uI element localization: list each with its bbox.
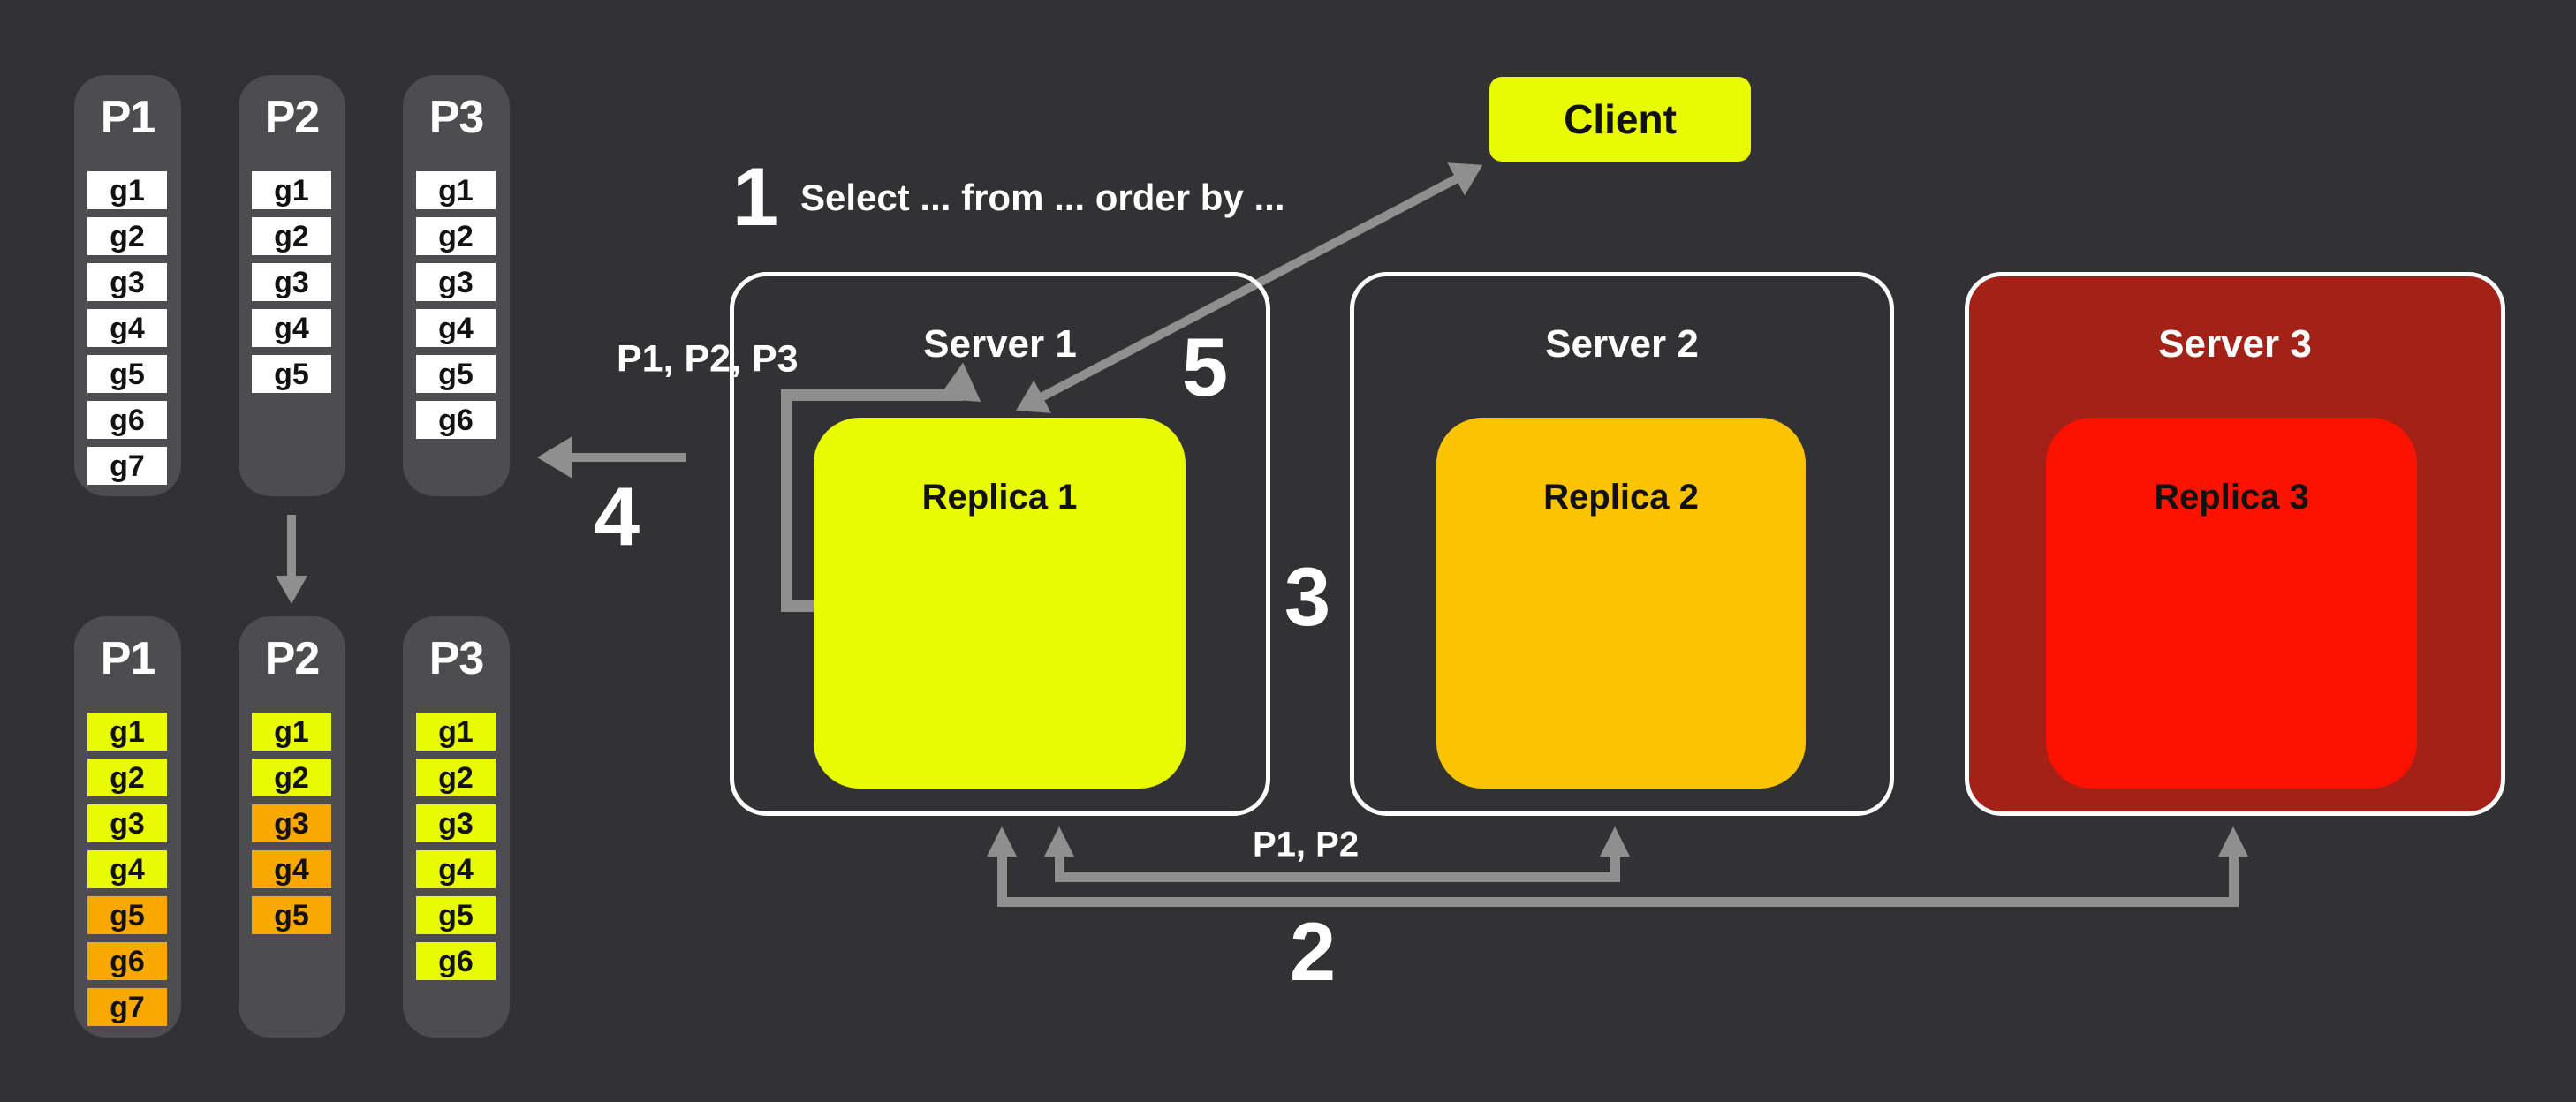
inner-u-arrow-right xyxy=(1610,849,1620,882)
step-5-number: 5 xyxy=(1181,321,1229,413)
partition-columns-after: P1 g1 g2 g3 g4 g5 g6 g7 P2 g1 g2 g3 g4 g5 P3 g1 g2 g3 g4 g5… xyxy=(0,616,618,1038)
group-cell: g1 xyxy=(87,713,167,751)
replica-2-title: Replica 2 xyxy=(1543,478,1699,517)
group-cell: g6 xyxy=(416,401,496,439)
group-cell: g5 xyxy=(416,355,496,393)
group-cell: g5 xyxy=(252,355,331,393)
partition-label: P1 xyxy=(100,92,156,143)
partition-column-p3: P3 g1 g2 g3 g4 g5 g6 xyxy=(403,616,510,1038)
group-cell: g3 xyxy=(87,804,167,842)
group-cell: g5 xyxy=(87,896,167,934)
result-arrow-shaft xyxy=(571,453,686,462)
replica-3-box: Replica 3 xyxy=(2046,418,2417,789)
step-4-number: 4 xyxy=(593,470,640,562)
group-cell: g5 xyxy=(87,355,167,393)
group-cell: g7 xyxy=(87,988,167,1026)
partition-column-p3: P3 g1 g2 g3 g4 g5 g6 xyxy=(403,75,510,496)
server-3-box: Server 3 Replica 3 xyxy=(1965,272,2505,816)
group-cell: g6 xyxy=(416,942,496,980)
group-cell: g5 xyxy=(416,896,496,934)
step-2-number: 2 xyxy=(1289,905,1337,998)
partition-label: P2 xyxy=(264,92,321,143)
loop-arrow-top xyxy=(781,389,963,401)
group-cell: g5 xyxy=(252,896,331,934)
partition-label: P1 xyxy=(100,633,156,684)
group-cell-list: g1 g2 g3 g4 g5 xyxy=(252,171,331,401)
partition-columns-before: P1 g1 g2 g3 g4 g5 g6 g7 P2 g1 g2 g3 g4 g5 P3 g1 g2 g3 g4 g5… xyxy=(0,75,618,496)
group-cell: g7 xyxy=(87,447,167,485)
replica-2-box: Replica 2 xyxy=(1436,418,1806,789)
server-3-title: Server 3 xyxy=(2158,322,2312,366)
group-cell-list: g1 g2 g3 g4 g5 g6 g7 xyxy=(87,171,167,493)
group-cell: g3 xyxy=(416,263,496,301)
group-cell: g2 xyxy=(416,217,496,255)
group-cell: g4 xyxy=(416,309,496,347)
group-cell-list: g1 g2 g3 g4 g5 g6 g7 xyxy=(87,713,167,1034)
group-cell: g1 xyxy=(252,713,331,751)
loop-arrow-stub xyxy=(781,600,814,612)
partition-column-p1: P1 g1 g2 g3 g4 g5 g6 g7 xyxy=(74,616,181,1038)
group-cell: g4 xyxy=(252,850,331,888)
group-cell-list: g1 g2 g3 g4 g5 g6 xyxy=(416,713,496,988)
outer-u-arrowhead-server3-icon xyxy=(2218,826,2248,857)
group-cell: g4 xyxy=(87,309,167,347)
replica-1-title: Replica 1 xyxy=(921,478,1078,517)
group-cell: g2 xyxy=(87,759,167,796)
group-cell: g2 xyxy=(416,759,496,796)
partition-label: P3 xyxy=(428,92,485,143)
server-2-box: Server 2 Replica 2 xyxy=(1350,272,1894,816)
group-cell: g4 xyxy=(416,850,496,888)
outer-u-arrow-bottom xyxy=(997,897,2239,907)
partitions-replicated-label: P1, P2 xyxy=(1253,825,1360,864)
outer-u-arrowhead-server1-icon xyxy=(987,826,1017,857)
step-3-number: 3 xyxy=(1284,550,1331,643)
partition-column-p1: P1 g1 g2 g3 g4 g5 g6 g7 xyxy=(74,75,181,496)
partition-column-p2: P2 g1 g2 g3 g4 g5 xyxy=(239,616,345,1038)
group-cell: g4 xyxy=(252,309,331,347)
inner-u-arrowhead-server2-icon xyxy=(1600,826,1630,857)
group-cell: g2 xyxy=(252,217,331,255)
group-cell: g2 xyxy=(87,217,167,255)
group-cell-list: g1 g2 g3 g4 g5 g6 xyxy=(416,171,496,447)
result-arrowhead-icon xyxy=(537,436,572,479)
group-cell: g3 xyxy=(87,263,167,301)
step-1-number: 1 xyxy=(731,150,779,243)
server-1-box: Server 1 Replica 1 xyxy=(730,272,1270,816)
group-cell: g1 xyxy=(252,171,331,209)
query-text: Select ... from ... order by ... xyxy=(800,177,1285,218)
group-cell: g3 xyxy=(252,263,331,301)
server-1-title: Server 1 xyxy=(923,322,1077,366)
down-arrow-shaft xyxy=(287,515,296,578)
group-cell-list: g1 g2 g3 g4 g5 xyxy=(252,713,331,942)
partition-column-p2: P2 g1 g2 g3 g4 g5 xyxy=(239,75,345,496)
replica-3-title: Replica 3 xyxy=(2154,478,2309,517)
client-box: Client xyxy=(1489,77,1751,162)
down-arrow-icon xyxy=(276,576,307,604)
outer-u-arrow-right xyxy=(2229,849,2239,907)
outer-u-arrow-left xyxy=(997,849,1007,907)
group-cell: g2 xyxy=(252,759,331,796)
group-cell: g4 xyxy=(87,850,167,888)
partitions-read-label: P1, P2, P3 xyxy=(617,337,799,381)
group-cell: g6 xyxy=(87,401,167,439)
partition-label: P3 xyxy=(428,633,485,684)
inner-u-arrow-bottom xyxy=(1055,872,1620,882)
group-cell: g1 xyxy=(87,171,167,209)
inner-u-arrowhead-server1-icon xyxy=(1044,826,1074,857)
arrowhead-to-client-icon xyxy=(1447,148,1492,196)
partition-label: P2 xyxy=(264,633,321,684)
group-cell: g1 xyxy=(416,171,496,209)
group-cell: g6 xyxy=(87,942,167,980)
group-cell: g3 xyxy=(416,804,496,842)
group-cell: g1 xyxy=(416,713,496,751)
replica-1-box: Replica 1 xyxy=(814,418,1186,789)
group-cell: g3 xyxy=(252,804,331,842)
server-2-title: Server 2 xyxy=(1545,322,1699,366)
loop-arrow-vertical xyxy=(781,389,792,612)
inner-u-arrow-left xyxy=(1055,849,1064,882)
